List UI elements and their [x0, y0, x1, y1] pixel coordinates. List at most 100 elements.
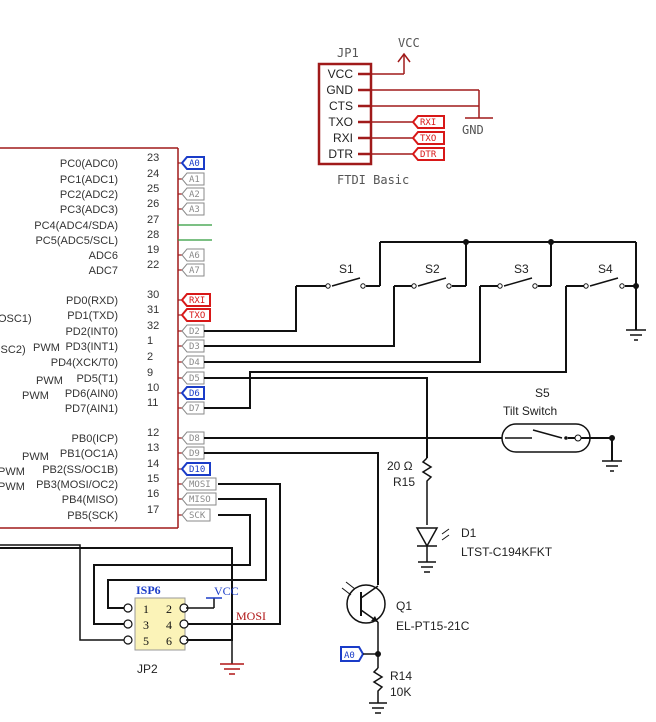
pwm-label: PWM — [0, 466, 25, 478]
mcu-pin-name: PC3(ADC3) — [60, 204, 118, 216]
mcu-pin-name: PD7(AIN1) — [65, 403, 118, 415]
mcu-pin-number: 25 — [147, 183, 159, 195]
isp-pin-pad — [123, 603, 133, 613]
wire-miso — [107, 498, 267, 609]
net-tag — [180, 156, 205, 170]
isp-pin-number: 3 — [143, 618, 149, 632]
net-tag — [411, 115, 445, 129]
pwm-label: PWM — [0, 481, 25, 493]
d1-ref: D1 — [461, 526, 477, 540]
mcu-pin-name: PB3(MOSI/OC2) — [36, 479, 118, 491]
mcu-pin-number: 30 — [147, 289, 159, 301]
r15-ref: R15 — [393, 475, 415, 489]
mcu-pin-number: 10 — [147, 382, 159, 394]
pwm-label: PWM — [22, 451, 49, 463]
net-tag-label: TXO — [189, 311, 205, 321]
net-tag — [180, 308, 211, 322]
net-tag-label: D10 — [189, 465, 205, 475]
mcu-pin-number: 13 — [147, 442, 159, 454]
isp-pin-number: 6 — [166, 634, 172, 648]
ftdi-pin: VCC — [328, 67, 372, 81]
net-tag — [181, 508, 211, 522]
net-tag-label: D8 — [189, 434, 200, 444]
mcu-pin-name: PC1(ADC1) — [60, 174, 118, 186]
mcu-pin-name: PD5(T1) — [76, 373, 118, 385]
net-tag-label: A7 — [189, 266, 200, 276]
mcu-pin-name: PB4(MISO) — [62, 494, 118, 506]
net-tag — [180, 462, 211, 476]
isp-pin-pad — [123, 619, 133, 629]
net-tag — [181, 248, 205, 262]
isp-vcc-label: VCC — [214, 584, 239, 598]
mcu-pin-name: PB0(ICP) — [72, 433, 118, 445]
net-tag-label: D5 — [189, 374, 200, 384]
switch-s4-label: S4 — [598, 262, 613, 276]
mcu-pin-number: 15 — [147, 473, 159, 485]
osc1-cut-label: OSC1) — [0, 313, 32, 325]
mcu-pin-name: PB5(SCK) — [67, 510, 118, 522]
ftdi-pin-name: RXI — [333, 131, 353, 145]
mcu-pin-number: 2 — [147, 351, 153, 363]
ftdi-pin: CTS — [329, 99, 372, 113]
ftdi-pin-name: CTS — [329, 99, 353, 113]
ftdi-pin-name: DTR — [328, 147, 353, 161]
wire-d5 — [204, 377, 428, 458]
net-tag-label: D3 — [189, 342, 200, 352]
r14-value: 10K — [390, 685, 411, 699]
isp-title: ISP6 — [136, 583, 161, 597]
net-tag-label: TXO — [420, 134, 436, 144]
mcu-pin-name: ADC6 — [89, 250, 118, 262]
isp-pin-number: 4 — [166, 618, 172, 632]
mcu-pin-number: 11 — [147, 397, 158, 409]
net-tag-label: D7 — [189, 404, 200, 414]
isp-wires — [0, 483, 281, 641]
isp-pin-number: 1 — [143, 602, 149, 616]
net-tag-label: DTR — [420, 150, 437, 160]
switch-s5-label: S5 — [535, 386, 550, 400]
isp-pin-number: 2 — [166, 602, 172, 616]
mcu-pin-number: 17 — [147, 504, 159, 516]
wire-sck — [93, 514, 251, 625]
mcu-pin-number: 19 — [147, 244, 159, 256]
wire-d9 — [204, 452, 379, 585]
switch-s1: S1 — [296, 262, 380, 289]
r14-resistor: R14 10K — [369, 667, 412, 714]
wire-d7 — [204, 286, 567, 409]
mcu-pin-name: ADC7 — [89, 265, 118, 277]
mcu-pin-number: 31 — [147, 304, 159, 316]
net-tag-label: MOSI — [189, 480, 211, 490]
osc2-cut-label: OSC2) — [0, 344, 26, 356]
wire-d3 — [204, 286, 395, 347]
ftdi-pin: GND — [326, 83, 372, 97]
mcu-pin-name: PD6(AIN0) — [65, 388, 118, 400]
ftdi-body — [317, 62, 373, 166]
mcu-pin-name: PD1(TXD) — [67, 310, 118, 322]
mcu-pin-number: 27 — [147, 214, 159, 226]
r14-ref: R14 — [390, 669, 412, 683]
pwm-label: PWM — [22, 390, 49, 402]
mcu-pin-number: 32 — [147, 320, 159, 332]
mcu-pin-name: PD2(INT0) — [65, 326, 118, 338]
net-tag — [411, 147, 445, 161]
pwm-label: PWM — [36, 375, 63, 387]
r15-resistor: 20 Ω R15 — [387, 457, 433, 525]
mcu-pin-name: PC4(ADC4/SDA) — [34, 220, 118, 232]
net-tag — [181, 187, 205, 201]
